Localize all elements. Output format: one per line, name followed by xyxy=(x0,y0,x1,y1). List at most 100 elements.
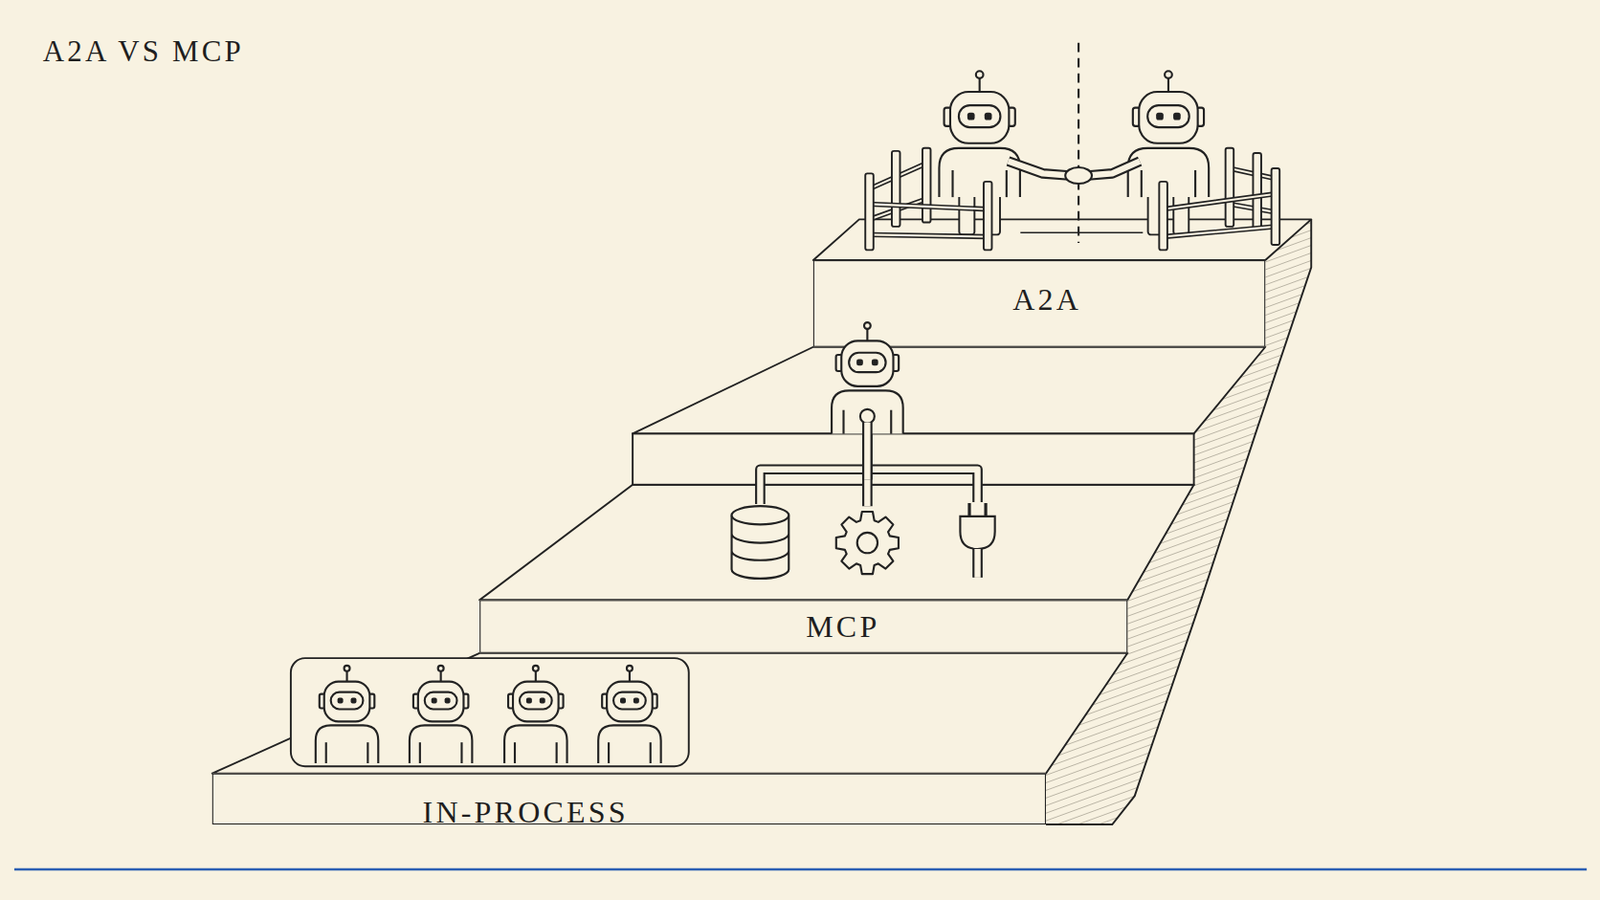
stair-tread xyxy=(212,653,1128,775)
robot-ear xyxy=(944,108,953,127)
mcp-pipe xyxy=(862,421,873,508)
robot-eye xyxy=(856,359,864,367)
fence-back xyxy=(1225,148,1276,230)
fence-rail-inner xyxy=(1163,194,1276,210)
robot-arm xyxy=(843,410,845,435)
in-process-robot xyxy=(598,666,661,764)
stair-step: IN-PROCESS xyxy=(212,774,1046,825)
mcp-pipe-inner xyxy=(759,469,978,505)
stair-riser xyxy=(632,433,1194,485)
fence-rail xyxy=(869,163,928,190)
stair-tread xyxy=(479,485,1194,601)
bottom-rule xyxy=(14,868,1587,871)
in-process-robot xyxy=(315,666,378,764)
robot-eye xyxy=(967,112,976,121)
step-label: A2A xyxy=(1012,283,1082,318)
robot-arm xyxy=(1194,170,1197,198)
robot-body xyxy=(409,725,472,764)
mcp-pipe-stem xyxy=(862,422,873,481)
fence-rail xyxy=(1163,194,1276,210)
fence-rail xyxy=(1229,203,1276,213)
robot-port xyxy=(860,409,875,424)
stair-tread xyxy=(632,347,1266,435)
robot-arm xyxy=(1140,170,1143,198)
fence-rail xyxy=(869,234,989,237)
robot-head xyxy=(512,682,559,723)
fence-post xyxy=(1225,148,1235,227)
stair-tread xyxy=(813,219,1312,261)
robot-body xyxy=(1128,148,1209,198)
robot-ear xyxy=(1007,108,1016,127)
robot-antenna-tip xyxy=(626,666,633,672)
mcp-pipe-stem-inner xyxy=(864,422,870,481)
fence-rail-inner xyxy=(1229,203,1276,213)
robot-head xyxy=(841,340,893,386)
platform-floor-line xyxy=(1020,231,1143,234)
gear-icon xyxy=(836,511,899,575)
robot-arm xyxy=(889,410,892,435)
fence-post xyxy=(922,148,932,223)
plug-cable xyxy=(972,549,983,578)
robot-leg xyxy=(958,194,975,236)
robot-arm xyxy=(555,742,558,764)
robot-arm xyxy=(513,742,516,764)
robot-body xyxy=(598,725,661,764)
robot-antenna-tip xyxy=(533,666,539,672)
robot-visor xyxy=(613,692,646,711)
mcp-illustration xyxy=(732,322,996,579)
stair-step: A2A xyxy=(813,260,1266,348)
robot-leg xyxy=(1173,194,1189,236)
robot-ear xyxy=(836,355,844,372)
robot-arm xyxy=(419,742,422,764)
robot-eye xyxy=(539,698,546,705)
handshake-hands xyxy=(1065,167,1092,184)
robot-antenna xyxy=(1167,77,1170,92)
robot-eye xyxy=(444,698,451,705)
robot-arm xyxy=(1005,170,1008,198)
fence-post xyxy=(865,173,874,250)
fence-post xyxy=(891,151,901,227)
fence-rail-inner xyxy=(869,234,989,237)
plug-prongs xyxy=(969,503,986,518)
stair-step: MCP xyxy=(479,600,1128,653)
boundary-dashed-line xyxy=(1077,43,1080,244)
robot-arm xyxy=(325,742,328,764)
robot-eye xyxy=(1155,112,1164,121)
robot-eye xyxy=(633,698,640,705)
fence-rail xyxy=(1229,168,1276,179)
handshake-arm xyxy=(1088,161,1140,177)
robot-eye xyxy=(871,359,879,367)
handshake-arm-inner xyxy=(1008,161,1070,177)
fence-front xyxy=(1158,168,1280,250)
robot-arm xyxy=(607,742,610,764)
handshake-arm xyxy=(1008,161,1070,177)
robot-visor xyxy=(958,105,1001,128)
robot-arm xyxy=(366,742,369,764)
fence-rail-inner xyxy=(1163,226,1276,238)
robot-eye xyxy=(337,698,344,705)
database-icon-top xyxy=(732,506,790,525)
diagram-title: A2A VS MCP xyxy=(43,34,245,68)
robot-ear xyxy=(1133,108,1141,127)
plug-cable-inner xyxy=(974,549,980,578)
a2a-robot xyxy=(1128,70,1209,198)
robot-antenna-tip xyxy=(438,666,445,672)
agent-group-box xyxy=(290,658,689,767)
robot-antenna-tip xyxy=(976,70,984,79)
robot-visor xyxy=(519,692,553,711)
robot-eye xyxy=(984,112,993,121)
robot-eye xyxy=(351,698,357,705)
fence-post xyxy=(983,181,993,250)
fence-rail xyxy=(869,199,928,220)
handshake-arm-inner xyxy=(1088,161,1140,177)
fence-back xyxy=(869,148,932,227)
robot-head xyxy=(1138,91,1198,144)
gear-hole xyxy=(857,533,878,554)
mcp-robot xyxy=(831,322,904,434)
robot-arm xyxy=(649,742,652,764)
robot-leg xyxy=(1148,194,1164,236)
robot-body xyxy=(831,390,904,434)
